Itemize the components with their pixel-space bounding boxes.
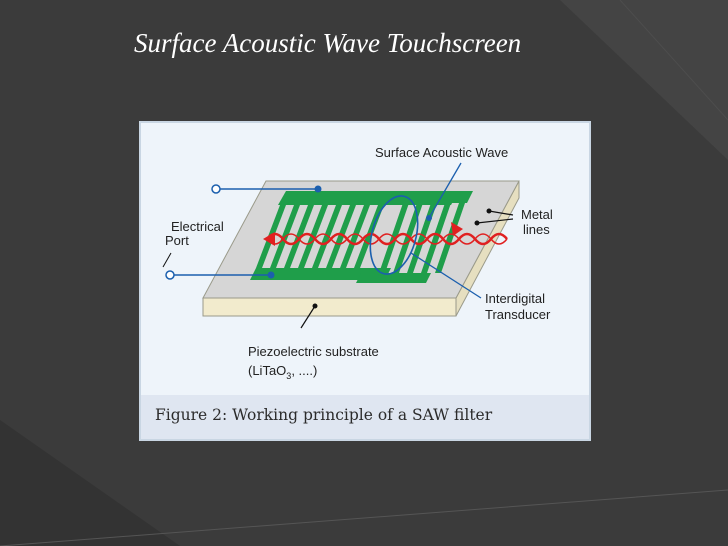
surface-acoustic-wave-2 — [266, 233, 508, 245]
right-idt-bottom-busbar — [356, 273, 431, 283]
label-electrical: Electrical — [171, 219, 224, 234]
label-interdigital: Interdigital — [485, 291, 545, 306]
label-transducer: Transducer — [485, 307, 551, 322]
label-substrate-formula: (LiTaO3, ....) — [248, 363, 317, 381]
slide-title: Surface Acoustic Wave Touchscreen — [134, 28, 522, 58]
left-idt-bottom-busbar — [250, 268, 391, 280]
figure-caption: Figure 2: Working principle of a SAW fil… — [155, 406, 493, 424]
saw-figure: Surface Acoustic Wave Electrical Port Me… — [139, 121, 591, 441]
label-surface-acoustic-wave: Surface Acoustic Wave — [375, 145, 508, 160]
port-terminal-bottom — [165, 270, 175, 280]
wave-arrow-left — [263, 232, 275, 246]
right-idt-top-busbar — [403, 191, 473, 203]
surface-acoustic-wave — [266, 232, 508, 246]
port-terminal-top — [211, 184, 221, 194]
label-metal: Metal — [521, 207, 553, 222]
wave-arrow-right — [451, 222, 463, 236]
label-port: Port — [165, 233, 189, 248]
saw-diagram: Surface Acoustic Wave Electrical Port Me… — [162, 145, 553, 381]
label-piezoelectric-substrate: Piezoelectric substrate — [248, 344, 379, 359]
interdigital-highlight — [369, 195, 419, 275]
figure-caption-bar: Figure 2: Working principle of a SAW fil… — [141, 395, 589, 439]
label-lines: lines — [523, 222, 550, 237]
substrate-front-face — [202, 297, 457, 317]
